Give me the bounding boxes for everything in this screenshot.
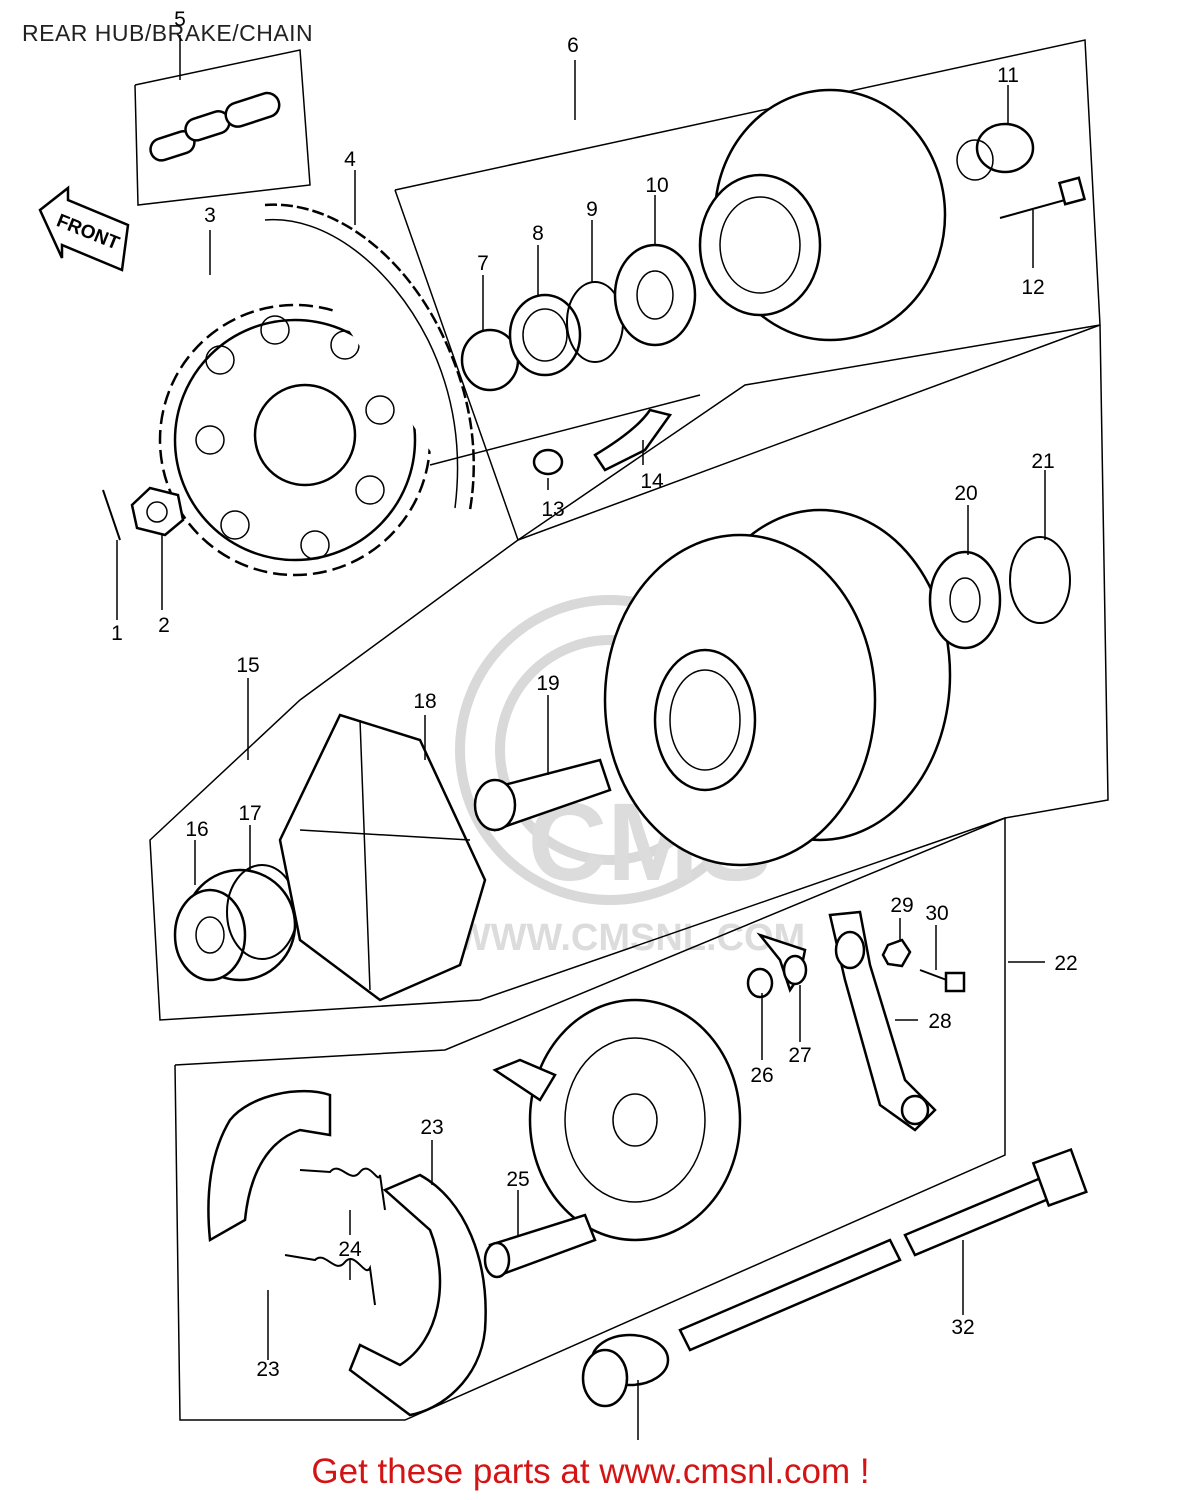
callout-23-lower: 23: [256, 1358, 279, 1381]
callout-5: 5: [174, 8, 186, 31]
callout-20: 20: [954, 482, 977, 505]
part-12-bolt: [999, 176, 1087, 219]
part-2-castle-nut: [130, 486, 185, 537]
part-18-damper: [278, 713, 487, 1002]
callout-25: 25: [506, 1168, 529, 1191]
callout-4: 4: [344, 148, 356, 171]
part-13-nut: [532, 448, 564, 476]
callout-11: 11: [997, 64, 1019, 87]
callout-6: 6: [567, 34, 579, 57]
part-1-cotter-pin: [102, 489, 121, 541]
watermark-url: WWW.CMSNL.COM: [455, 917, 805, 959]
exploded-parts-diagram: CMS WWW.CMSNL.COM FRONT: [38, 8, 1109, 1440]
part-31-collar: [581, 1333, 670, 1408]
callout-9: 9: [586, 198, 598, 221]
part-30-bolt: [919, 969, 966, 993]
callout-7: 7: [477, 252, 489, 275]
callout-labels: 5 6 4 3 7 8 9 10 11 12 13 14 1 2 15 18 1…: [111, 8, 1078, 1381]
callout-17: 17: [238, 802, 261, 825]
callout-3: 3: [204, 204, 216, 227]
hub-group-edge: [517, 324, 1101, 541]
callout-13: 13: [541, 498, 564, 521]
callout-22: 22: [1054, 952, 1077, 975]
wheel-hub: [603, 508, 952, 867]
callout-29: 29: [890, 894, 913, 917]
callout-24: 24: [338, 1238, 362, 1261]
part-28-brake-lever: [828, 910, 937, 1132]
get-parts-link[interactable]: Get these parts at www.cmsnl.com !: [311, 1452, 870, 1491]
part-29-nut: [881, 938, 912, 968]
brake-panel: [492, 998, 742, 1242]
callout-30: 30: [925, 902, 948, 925]
callout-19: 19: [536, 672, 559, 695]
callout-12: 12: [1021, 276, 1044, 299]
part-11-collar: [956, 122, 1035, 181]
front-direction-arrow: FRONT: [38, 185, 130, 272]
part-23-brake-shoe-upper: [207, 1089, 332, 1243]
part-3-sprocket: [158, 303, 432, 577]
part-27-indicator: [756, 932, 808, 993]
part-5-master-link: [149, 91, 281, 162]
callout-10: 10: [645, 174, 668, 197]
hub-group-box: [394, 39, 1101, 542]
part-10-bearing: [613, 243, 697, 347]
chain-link-group-box: [134, 49, 311, 206]
callout-2: 2: [158, 614, 170, 637]
part-4-chain: [264, 203, 475, 511]
callout-1: 1: [111, 622, 123, 645]
part-8-oil-seal: [508, 293, 582, 377]
callout-15: 15: [236, 654, 259, 677]
part-14-bracket: [593, 408, 673, 472]
callout-14: 14: [640, 470, 664, 493]
wheel-group-box: [149, 324, 1109, 1021]
part-20-bearing: [928, 550, 1002, 650]
brake-group-box: [174, 816, 1006, 1421]
part-32-axle: [678, 1147, 1088, 1352]
diagram-title: REAR HUB/BRAKE/CHAIN: [22, 20, 314, 46]
cms-watermark: CMS WWW.CMSNL.COM: [455, 595, 805, 959]
callout-26: 26: [750, 1064, 773, 1087]
callout-21: 21: [1031, 450, 1054, 473]
part-26-washer: [746, 967, 774, 999]
callout-23-upper: 23: [420, 1116, 443, 1139]
part-24-spring-lower: [284, 1254, 376, 1306]
part-21-circlip: [1009, 536, 1071, 624]
part-25-camshaft: [483, 1213, 597, 1279]
part-24-spring-upper: [299, 1167, 386, 1211]
callout-32: 32: [951, 1316, 974, 1339]
part-6-sprocket-hub: [698, 88, 947, 342]
part-23-brake-shoe-lower: [348, 1173, 487, 1417]
callout-27: 27: [788, 1044, 811, 1067]
hub-bolt-axis: [429, 394, 701, 466]
leader-lines: [116, 35, 1046, 1440]
part-16-bearing: [173, 868, 297, 982]
callout-28: 28: [928, 1010, 951, 1033]
callout-8: 8: [532, 222, 544, 245]
callout-18: 18: [413, 690, 436, 713]
callout-16: 16: [185, 818, 208, 841]
part-19-spacer: [473, 758, 612, 832]
